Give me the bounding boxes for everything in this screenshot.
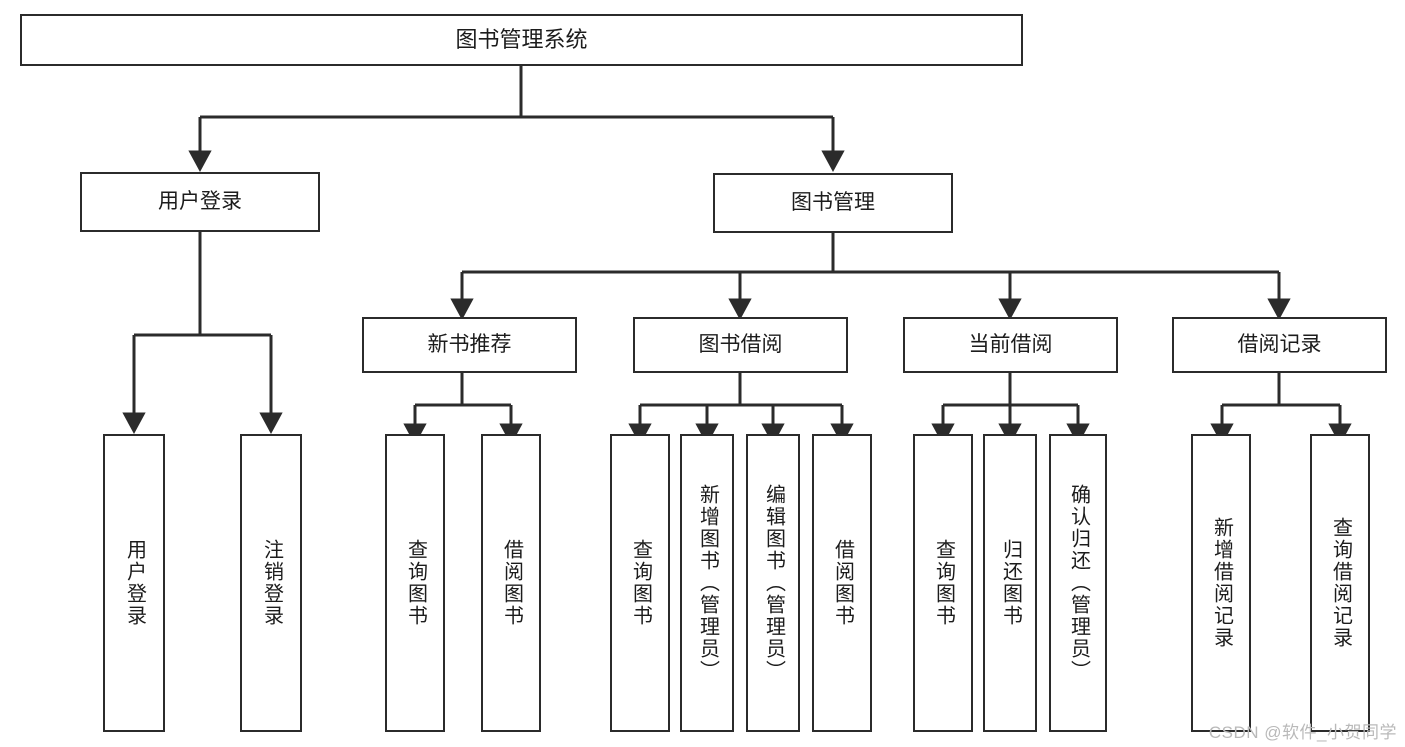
- node-current-borrow[interactable]: 当前借阅: [903, 317, 1118, 373]
- node-leaf-query-record-label: 查询借阅记录: [1329, 517, 1352, 649]
- connector-borrow-record-bus: [1222, 373, 1340, 407]
- node-leaf-query-book-1[interactable]: 查询图书: [385, 434, 445, 732]
- connector-root-bus: [200, 66, 833, 119]
- connector-current-borrow-bus: [943, 373, 1078, 407]
- node-root-label: 图书管理系统: [455, 27, 588, 53]
- node-leaf-logout-login[interactable]: 注销登录: [240, 434, 302, 732]
- node-leaf-add-book-label: 新增图书（管理员）: [696, 484, 719, 682]
- node-leaf-confirm-return[interactable]: 确认归还（管理员）: [1049, 434, 1107, 732]
- node-new-book-recommend[interactable]: 新书推荐: [362, 317, 577, 373]
- node-borrow-record-label: 借阅记录: [1237, 332, 1322, 356]
- node-leaf-return-book-label: 归还图书: [999, 539, 1022, 627]
- node-leaf-return-book[interactable]: 归还图书: [983, 434, 1037, 732]
- node-book-borrow-label: 图书借阅: [698, 332, 783, 356]
- node-book-manage-label: 图书管理: [791, 190, 875, 214]
- node-leaf-edit-book-label: 编辑图书（管理员）: [762, 484, 785, 682]
- node-leaf-borrow-book-2-label: 借阅图书: [831, 539, 854, 627]
- node-leaf-add-record-label: 新增借阅记录: [1210, 517, 1233, 649]
- node-book-borrow[interactable]: 图书借阅: [633, 317, 848, 373]
- node-leaf-user-login[interactable]: 用户登录: [103, 434, 165, 732]
- watermark-text: CSDN @软件_小贺同学: [1208, 723, 1397, 742]
- node-user-login-label: 用户登录: [158, 189, 242, 213]
- node-root[interactable]: 图书管理系统: [20, 14, 1023, 66]
- node-leaf-query-book-2-label: 查询图书: [629, 539, 652, 627]
- node-user-login[interactable]: 用户登录: [80, 172, 320, 232]
- node-new-book-recommend-label: 新书推荐: [427, 332, 512, 356]
- node-leaf-borrow-book-2[interactable]: 借阅图书: [812, 434, 872, 732]
- node-leaf-add-book[interactable]: 新增图书（管理员）: [680, 434, 734, 732]
- node-leaf-logout-login-label: 注销登录: [260, 539, 283, 627]
- node-current-borrow-label: 当前借阅: [968, 332, 1053, 356]
- node-book-manage[interactable]: 图书管理: [713, 173, 953, 233]
- node-leaf-borrow-book-1[interactable]: 借阅图书: [481, 434, 541, 732]
- connector-new-book-recommend-bus: [415, 373, 511, 407]
- node-leaf-user-login-label: 用户登录: [123, 539, 146, 627]
- node-leaf-query-book-2[interactable]: 查询图书: [610, 434, 670, 732]
- node-leaf-edit-book[interactable]: 编辑图书（管理员）: [746, 434, 800, 732]
- node-leaf-query-book-3-label: 查询图书: [932, 539, 955, 627]
- connector-book-manage-bus: [462, 233, 1279, 274]
- node-leaf-borrow-book-1-label: 借阅图书: [500, 539, 523, 627]
- node-leaf-confirm-return-label: 确认归还（管理员）: [1067, 484, 1090, 682]
- node-borrow-record[interactable]: 借阅记录: [1172, 317, 1387, 373]
- node-leaf-query-record[interactable]: 查询借阅记录: [1310, 434, 1370, 732]
- connector-user-login-bus: [134, 232, 271, 337]
- node-leaf-query-book-1-label: 查询图书: [404, 539, 427, 627]
- node-leaf-add-record[interactable]: 新增借阅记录: [1191, 434, 1251, 732]
- node-leaf-query-book-3[interactable]: 查询图书: [913, 434, 973, 732]
- connector-book-borrow-bus: [640, 373, 842, 407]
